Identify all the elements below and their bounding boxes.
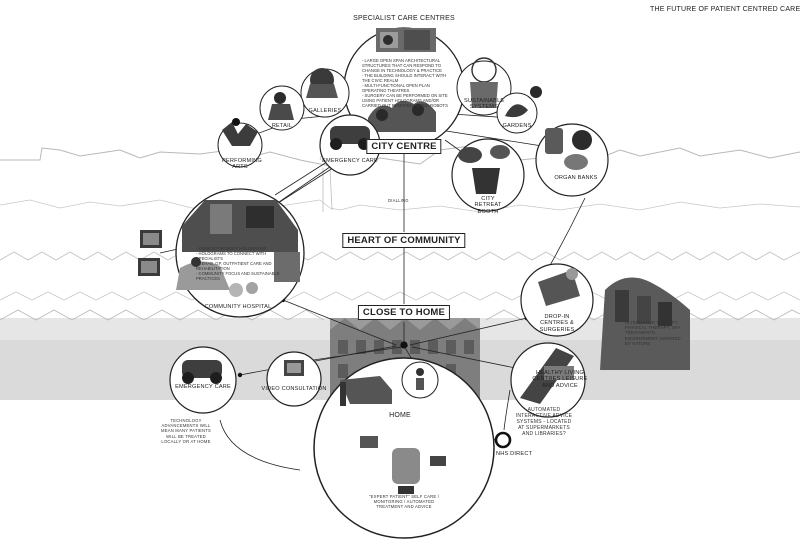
city-retreat-booth-circle — [451, 138, 525, 212]
performing-arts-circle — [217, 118, 263, 168]
sustainable-systems-label: Sustainable Systems — [464, 98, 505, 111]
specialist-note: - Large open span architectural structur… — [362, 58, 442, 73]
specialist-note: - Surgery can be performed on site using… — [362, 93, 448, 108]
city-retreat-booth-label: City Retreat Booth — [474, 196, 502, 215]
close-to-home-label: Close to Home — [357, 305, 451, 320]
organ-banks-circle — [535, 123, 609, 197]
drop-in-circle — [520, 263, 594, 337]
drop-in-label: Drop-in Centres & Surgeries — [539, 314, 575, 333]
home-label: Home — [389, 412, 411, 419]
community-hospital-notes: - Clinics for body holograms - Holograms… — [196, 246, 280, 281]
performing-arts-label: Performing Arts — [222, 158, 262, 171]
community-note: - Holograms to connect with specialists — [196, 251, 267, 261]
specialist-note: - The building should interact with the … — [362, 73, 447, 83]
screens-detached-image — [138, 230, 162, 276]
healthy-living-label: Healthy Living Centres Leisure and Advic… — [532, 370, 588, 389]
specialist-notes: - Large open span architectural structur… — [362, 58, 454, 108]
organ-banks-label: Organ Banks — [554, 175, 598, 181]
nhs-direct-ring — [494, 431, 512, 449]
community-hospital-circle — [175, 188, 305, 318]
page-title: The future of patient centred care? — [650, 6, 800, 13]
emergency-care-close-label: Emergency Care — [175, 384, 231, 390]
sustainable-systems-circle — [456, 57, 512, 116]
video-consultation-label: Video Consultation — [261, 386, 327, 392]
specialist-note: - Multi-functional open plan operating t… — [362, 83, 430, 93]
community-note: - Community focus and sustainable practi… — [196, 271, 280, 281]
galleries-circle — [300, 68, 350, 118]
healthy-living-circle — [510, 342, 586, 418]
specialist-care-heading: Specialist Care Centres — [353, 15, 455, 22]
cable-caption: Dialling — [388, 198, 409, 203]
retail-circle — [259, 85, 305, 131]
community-note: - Rehab, GP, outpatient care and rehabil… — [196, 261, 272, 271]
video-consultation-circle — [266, 351, 322, 407]
alt-therapy-label: Alternative therapy, physical therapy, s… — [625, 320, 681, 346]
retail-label: Retail — [271, 123, 293, 129]
gardens-label: Gardens — [502, 123, 532, 129]
automated-systems-note: Automated interactive advice systems - l… — [515, 407, 573, 437]
galleries-label: Galleries — [308, 108, 342, 114]
terrace-roofline-upper — [0, 251, 800, 301]
expert-patient-note: "Expert Patient" self care / monitoring … — [368, 494, 440, 510]
alt-therapy-image — [600, 277, 690, 370]
heart-of-community-label: Heart of Community — [342, 233, 466, 248]
community-note: - Clinics for body holograms — [196, 246, 267, 251]
nhs-direct-label: NHS Direct — [496, 451, 533, 457]
emergency-care-close-circle — [169, 346, 237, 414]
gardens-circle — [496, 86, 542, 134]
technology-note: Technology advancements will mean many p… — [161, 418, 211, 444]
city-centre-label: City Centre — [366, 139, 442, 154]
community-hospital-label: Community Hospital — [204, 304, 272, 310]
home-circle — [313, 357, 495, 539]
emergency-care-city-label: Emergency Care — [322, 158, 378, 164]
